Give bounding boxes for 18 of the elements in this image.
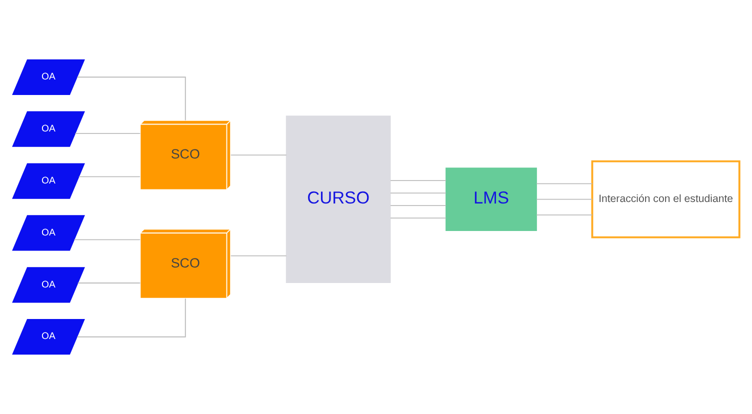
connector: [76, 298, 186, 338]
connector: [230, 154, 287, 156]
connector: [77, 282, 141, 284]
node-box: CURSO: [286, 116, 391, 283]
connector: [536, 214, 593, 216]
node-box: LMS: [446, 168, 537, 232]
connector: [536, 183, 593, 184]
connector: [74, 239, 141, 240]
connector: [390, 218, 446, 219]
connector: [536, 198, 593, 200]
connector: [230, 255, 287, 256]
connector: [76, 76, 186, 121]
connector: [390, 192, 446, 194]
node-box: Interacción con el estudiante: [591, 160, 740, 238]
connector: [390, 180, 446, 182]
connector: [74, 132, 141, 134]
connector: [390, 205, 446, 206]
connector: [78, 176, 140, 178]
